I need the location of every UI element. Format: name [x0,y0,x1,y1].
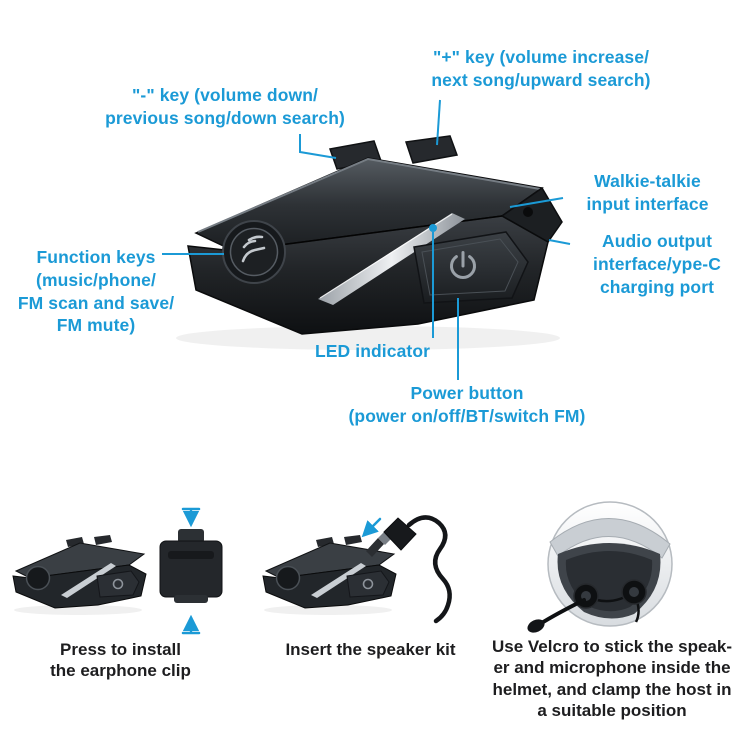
walkie-talkie-line [509,197,564,208]
step-caption: Press to install the earphone clip [50,640,191,681]
minus-key-line [299,134,337,159]
step-earphone-clip: Press to install the earphone clip [8,505,233,682]
device-illustration [162,99,571,380]
earphone-clip-illustration [12,507,223,635]
mini-device [12,535,147,615]
speaker-kit-illustration [262,515,452,624]
insert-arrow-icon [361,517,382,538]
plus-key-button [405,135,459,164]
press-arrows-icon [181,507,201,635]
callout-function-keys: Function keys (music/phone/ FM scan and … [17,247,175,336]
step-helmet: Use Velcro to stick the speak- er and mi… [492,488,732,722]
callout-lines [162,99,571,380]
device-shadow [176,326,560,350]
callout-power-button: Power button (power on/off/BT/switch FM) [348,383,586,426]
callout-minus-key: "-" key (volume down/ previous song/down… [105,85,345,128]
audio-output-line [548,239,571,245]
helmet-illustration [527,501,673,633]
function-keys-button [222,220,286,284]
gesture-icon [241,235,266,263]
helmet-visor [549,518,671,559]
step-speaker-kit: Insert the speaker kit [258,505,483,660]
mini-device [262,535,397,615]
speaker-plug [366,515,452,624]
microphone-boom [527,598,586,633]
step-caption: Use Velcro to stick the speak- er and mi… [492,637,732,721]
led-indicator-dot [429,224,437,232]
power-button-panel [413,231,529,304]
speaker-cable [406,515,452,624]
power-icon [450,251,476,279]
callout-walkie-talkie: Walkie-talkie input interface [586,171,709,214]
earphone-clip [159,529,223,603]
callout-plus-key: "+" key (volume increase/ next song/upwa… [431,47,651,90]
callout-audio-output: Audio output interface/ype-C charging po… [593,231,721,297]
callout-led-indicator: LED indicator [314,341,431,361]
step-caption: Insert the speaker kit [285,640,456,659]
plus-key-line [436,99,441,146]
